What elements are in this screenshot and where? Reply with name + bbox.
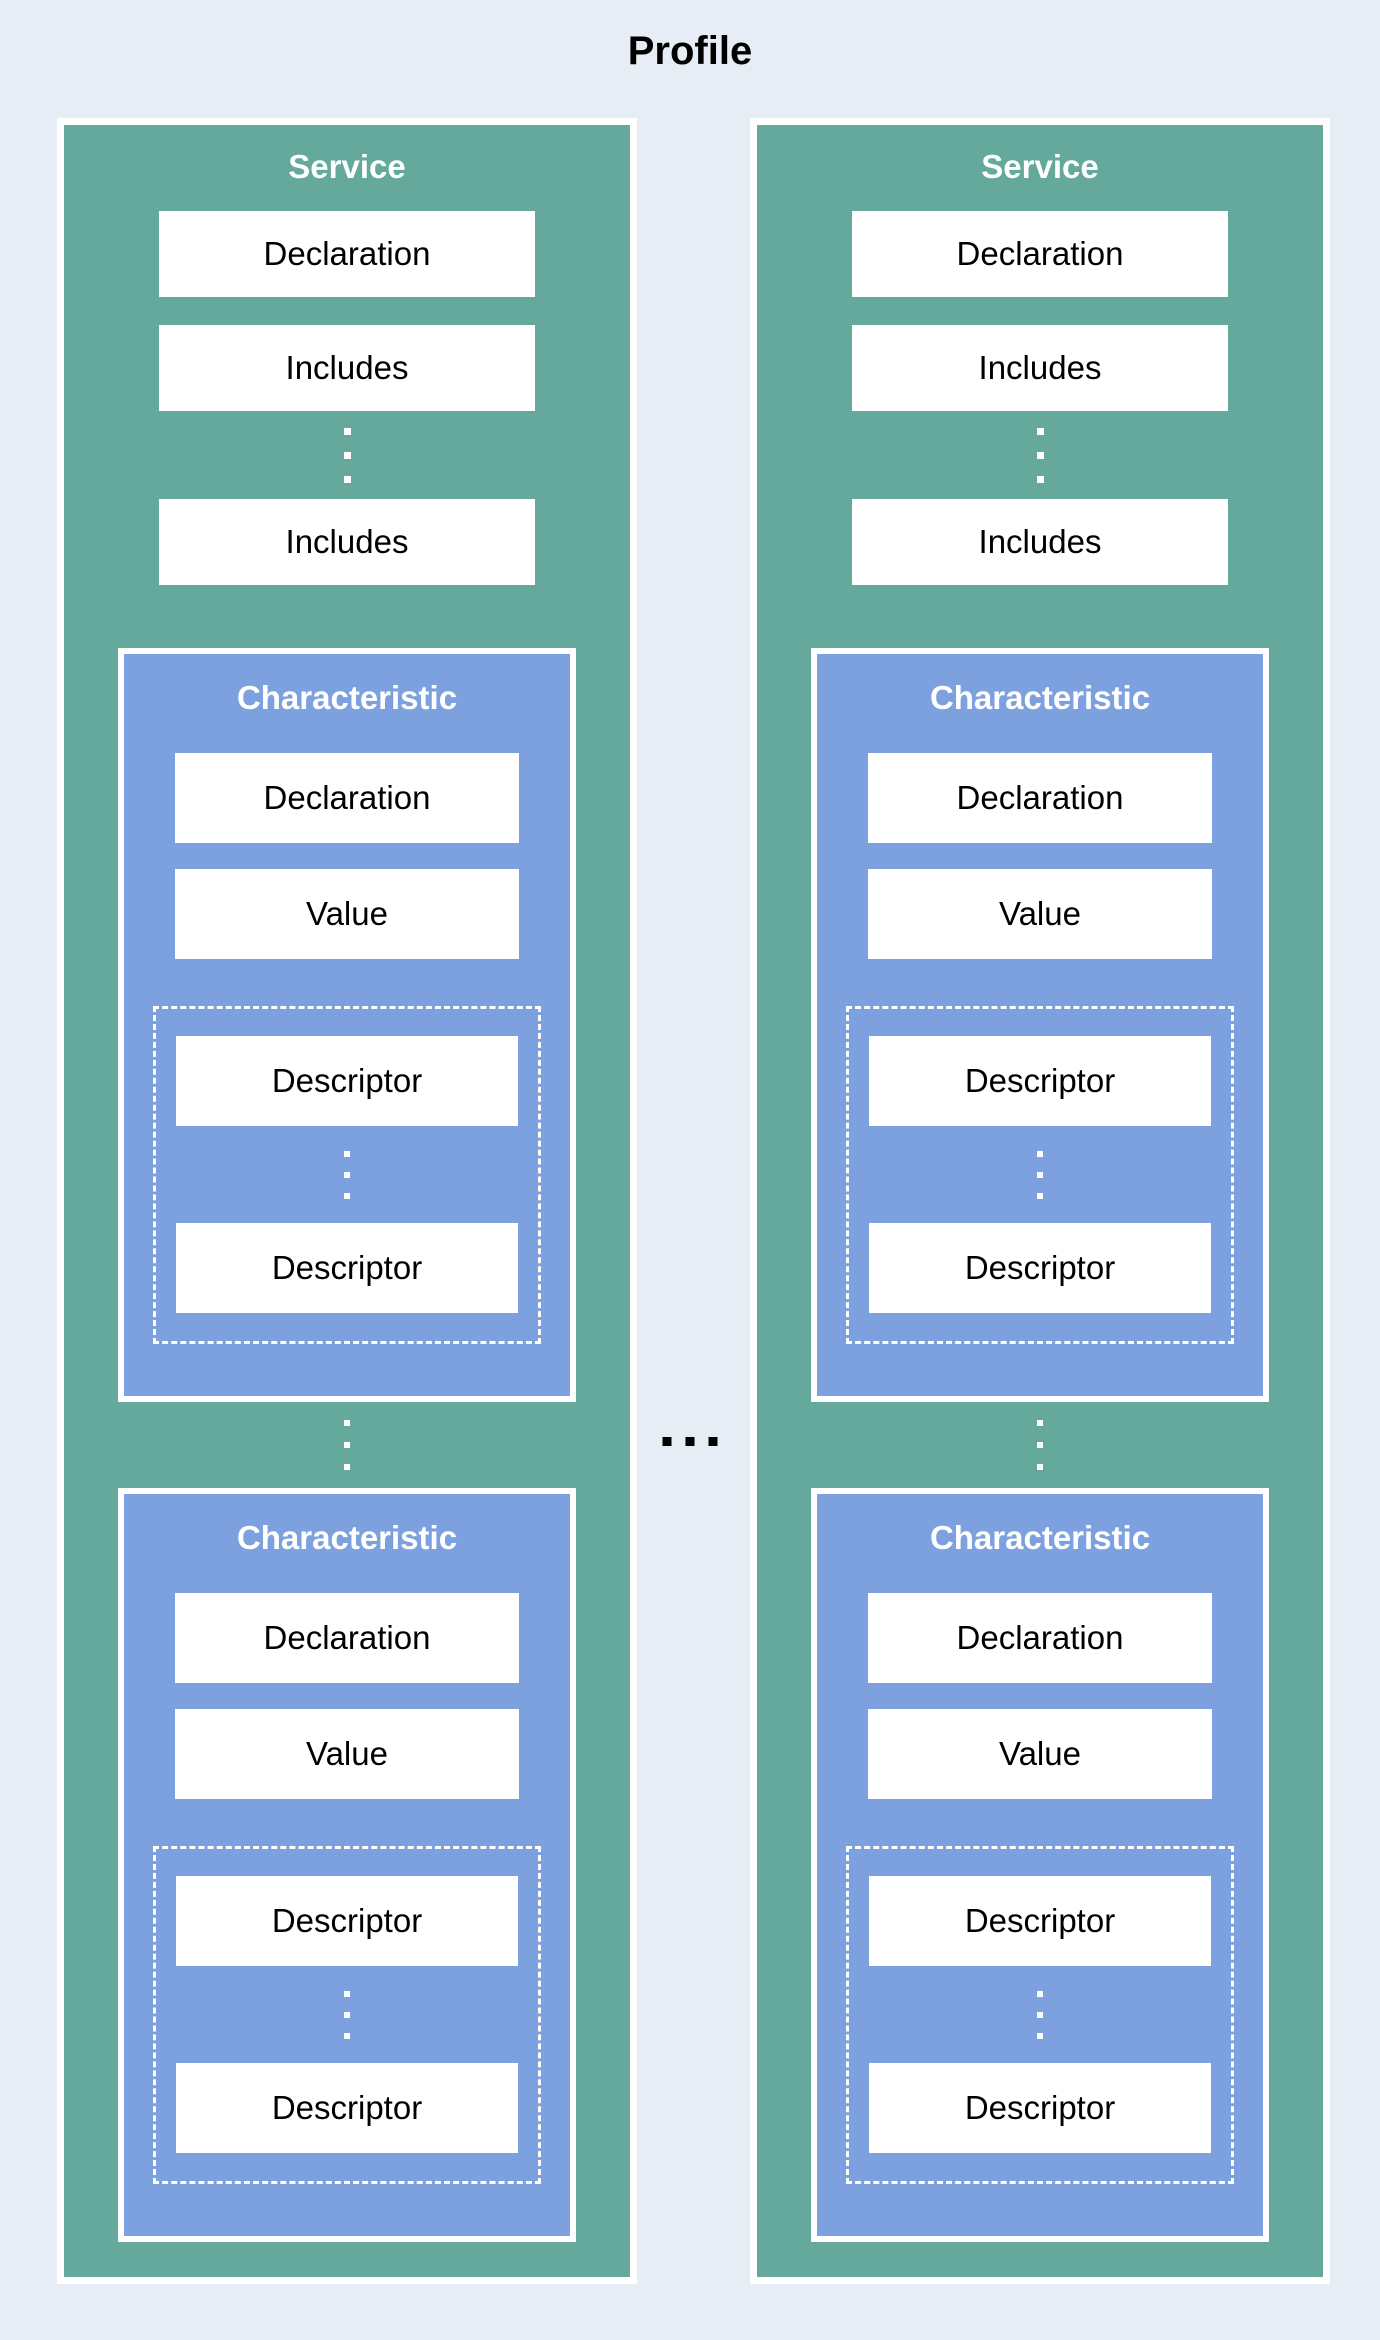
service-declaration-box: Declaration [852, 211, 1228, 297]
descriptor-group: Descriptor Descriptor [153, 1846, 541, 2184]
characteristic-title: Characteristic [236, 1519, 458, 1556]
service-includes-box: Includes [852, 499, 1228, 585]
characteristic-box: Characteristic Declaration Value Descrip… [811, 648, 1269, 1402]
ellipsis-dot [1037, 1420, 1043, 1426]
characteristic-declaration-box: Declaration [868, 1593, 1212, 1683]
ellipsis-dot [1037, 2032, 1043, 2039]
ellipsis-dot [344, 1420, 350, 1426]
ellipsis-dot [1037, 1150, 1043, 1157]
ellipsis-dot [1037, 1990, 1043, 1997]
vertical-ellipsis-icon [1036, 411, 1044, 499]
descriptor-group: Descriptor Descriptor [846, 1006, 1234, 1344]
ellipsis-dot [343, 475, 351, 483]
ellipsis-dot [344, 1150, 350, 1157]
page-title: Profile [627, 29, 753, 73]
characteristic-box: Characteristic Declaration Value Descrip… [118, 648, 576, 1402]
horizontal-ellipsis-icon [662, 1437, 718, 1446]
ellipsis-dot [344, 2032, 350, 2039]
service-title: Service [981, 148, 1099, 185]
ellipsis-dot [344, 1990, 350, 1997]
ellipsis-dot [1036, 451, 1044, 459]
characteristic-value-box: Value [868, 869, 1212, 959]
ellipsis-dot [1037, 2011, 1043, 2018]
characteristic-declaration-box: Declaration [868, 753, 1212, 843]
ellipsis-dot [343, 427, 351, 435]
ellipsis-dot [662, 1437, 672, 1446]
ellipsis-dot [708, 1437, 718, 1446]
characteristic-title: Characteristic [929, 1519, 1151, 1556]
service-box: Service Declaration Includes Includes Ch… [750, 118, 1330, 2284]
ellipsis-dot [344, 1464, 350, 1470]
ellipsis-dot [1036, 475, 1044, 483]
ellipsis-dot [344, 1192, 350, 1199]
ellipsis-dot [1037, 1464, 1043, 1470]
service-title: Service [288, 148, 406, 185]
descriptor-group: Descriptor Descriptor [846, 1846, 1234, 2184]
descriptor-group: Descriptor Descriptor [153, 1006, 541, 1344]
descriptor-box: Descriptor [176, 1036, 518, 1126]
characteristic-box: Characteristic Declaration Value Descrip… [811, 1488, 1269, 2242]
vertical-ellipsis-icon [1037, 1966, 1043, 2063]
characteristic-title: Characteristic [236, 679, 458, 716]
characteristic-declaration-box: Declaration [175, 753, 519, 843]
ellipsis-dot [1037, 1192, 1043, 1199]
ellipsis-dot [343, 451, 351, 459]
service-declaration-box: Declaration [159, 211, 535, 297]
service-includes-box: Includes [159, 325, 535, 411]
service-includes-box: Includes [159, 499, 535, 585]
vertical-ellipsis-icon [344, 1126, 350, 1223]
vertical-ellipsis-icon [344, 1966, 350, 2063]
vertical-ellipsis-icon [757, 1402, 1323, 1488]
descriptor-box: Descriptor [869, 2063, 1211, 2153]
ellipsis-dot [344, 1442, 350, 1448]
descriptor-box: Descriptor [869, 1876, 1211, 1966]
characteristic-value-box: Value [175, 1709, 519, 1799]
characteristic-box: Characteristic Declaration Value Descrip… [118, 1488, 576, 2242]
descriptor-box: Descriptor [176, 2063, 518, 2153]
ellipsis-dot [1037, 1442, 1043, 1448]
characteristic-title: Characteristic [929, 679, 1151, 716]
characteristic-declaration-box: Declaration [175, 1593, 519, 1683]
services-row: Service Declaration Includes Includes Ch… [57, 118, 1330, 2284]
descriptor-box: Descriptor [176, 1223, 518, 1313]
descriptor-box: Descriptor [869, 1036, 1211, 1126]
ellipsis-dot [685, 1437, 695, 1446]
ellipsis-dot [344, 1171, 350, 1178]
service-box: Service Declaration Includes Includes Ch… [57, 118, 637, 2284]
ellipsis-dot [1036, 427, 1044, 435]
vertical-ellipsis-icon [343, 411, 351, 499]
vertical-ellipsis-icon [64, 1402, 630, 1488]
ellipsis-dot [1037, 1171, 1043, 1178]
vertical-ellipsis-icon [1037, 1126, 1043, 1223]
service-includes-box: Includes [852, 325, 1228, 411]
characteristic-value-box: Value [175, 869, 519, 959]
characteristic-value-box: Value [868, 1709, 1212, 1799]
descriptor-box: Descriptor [869, 1223, 1211, 1313]
descriptor-box: Descriptor [176, 1876, 518, 1966]
ellipsis-dot [344, 2011, 350, 2018]
